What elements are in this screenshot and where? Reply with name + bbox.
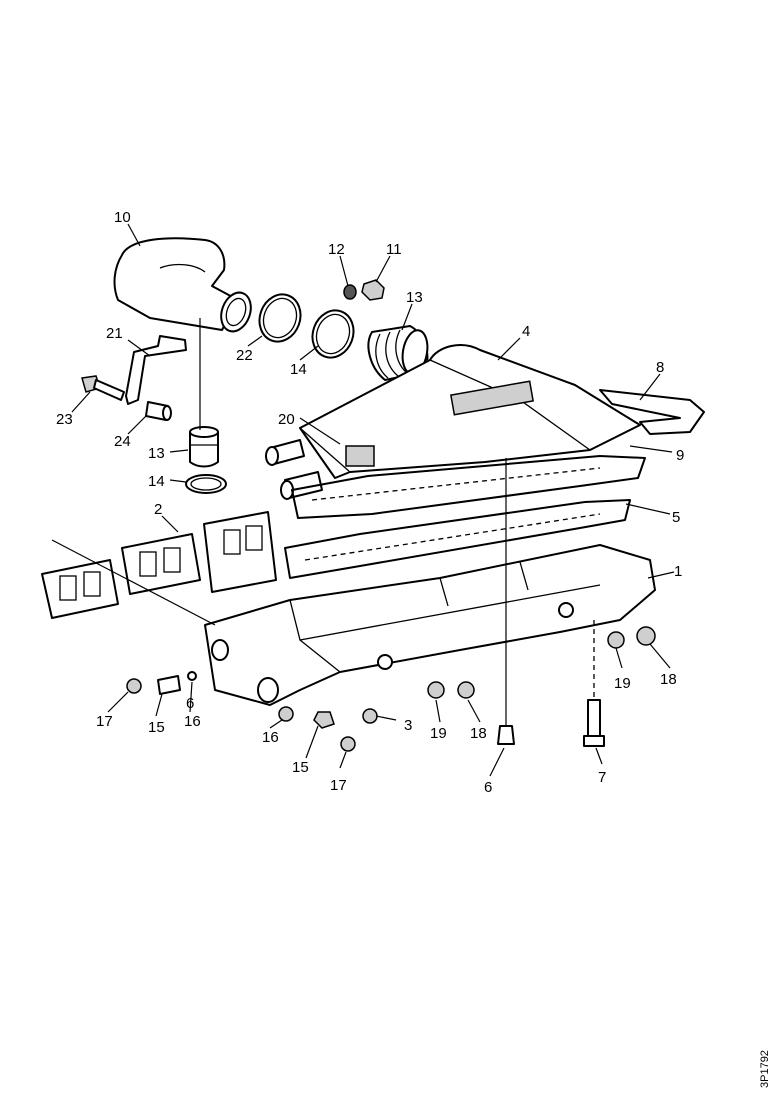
drawing-reference-number: 3P1792: [759, 1050, 771, 1088]
bolt-18a-part: [636, 626, 656, 646]
callout-20: 20: [278, 411, 295, 428]
callout-15-left: 15: [148, 719, 165, 736]
bolt-23-part: [81, 375, 125, 401]
callout-21: 21: [106, 325, 123, 342]
callout-5: 5: [672, 509, 680, 526]
bolt-3-part: [362, 708, 378, 724]
callout-22: 22: [236, 347, 253, 364]
clamp-ring-part: [258, 293, 302, 343]
nut-15b-part: [313, 711, 335, 729]
leader-lines: [71, 223, 675, 777]
callout-labels: 10 12 11 13 4 8 21 22 14 23 24 20 9 13 1…: [56, 209, 684, 796]
nut-part: [361, 279, 385, 301]
callout-24: 24: [114, 433, 131, 450]
bracket-part: [125, 335, 187, 405]
callout-1: 1: [674, 563, 682, 580]
bolt-17a-part: [126, 678, 142, 694]
exhaust-manifold-part: [204, 544, 656, 706]
seal-ring-lower-part: [185, 474, 227, 494]
callout-17-mid: 17: [330, 777, 347, 794]
callout-7: 7: [598, 769, 606, 786]
callout-23: 23: [56, 411, 73, 428]
callout-4: 4: [522, 323, 530, 340]
nut-19b-part: [427, 681, 445, 699]
nut-16a-part: [278, 706, 294, 722]
bolt-6b-part: [497, 458, 515, 745]
callout-15-mid: 15: [292, 759, 309, 776]
spacer-24-part: [145, 401, 172, 421]
callout-19-mid: 19: [430, 725, 447, 742]
callout-13-upper: 13: [406, 289, 423, 306]
callout-18-right: 18: [660, 671, 677, 688]
inlet-manifold-cover-part: [265, 344, 641, 500]
bolt-17b-part: [340, 736, 356, 752]
elbow-pipe-part: [113, 237, 252, 333]
gasket-lower-part: [284, 499, 631, 579]
callout-2: 2: [154, 501, 162, 518]
callout-13-lower: 13: [148, 445, 165, 462]
callout-14-lower: 14: [148, 473, 165, 490]
callout-11: 11: [386, 241, 402, 258]
stud-15a-part: [157, 675, 181, 695]
gasket-8-part: [599, 389, 705, 435]
gasket-upper-part: [291, 455, 646, 519]
callout-16-mid: 16: [262, 729, 279, 746]
callout-19-right: 19: [614, 675, 631, 692]
callout-14-upper: 14: [290, 361, 307, 378]
callout-6-left: 6: [186, 695, 194, 712]
callout-12: 12: [328, 241, 345, 258]
bellows-hose-upper-part: [367, 325, 429, 381]
callout-10: 10: [114, 209, 131, 226]
bolt-18b-part: [457, 681, 475, 699]
bellows-hose-lower-part: [189, 426, 219, 468]
washer-part: [343, 284, 357, 300]
washer-6a-part: [187, 671, 197, 681]
bolt-7-part: [583, 620, 605, 747]
callout-17-left: 17: [96, 713, 113, 730]
nut-19a-part: [607, 631, 625, 649]
callout-8: 8: [656, 359, 664, 376]
callout-6-bottom: 6: [484, 779, 492, 796]
callout-3: 3: [404, 717, 412, 734]
callout-18-mid: 18: [470, 725, 487, 742]
seal-ring-upper-part: [311, 309, 355, 359]
exhaust-gaskets-part: [41, 511, 277, 619]
callout-9: 9: [676, 447, 684, 464]
callout-16-left: 16: [184, 713, 201, 730]
